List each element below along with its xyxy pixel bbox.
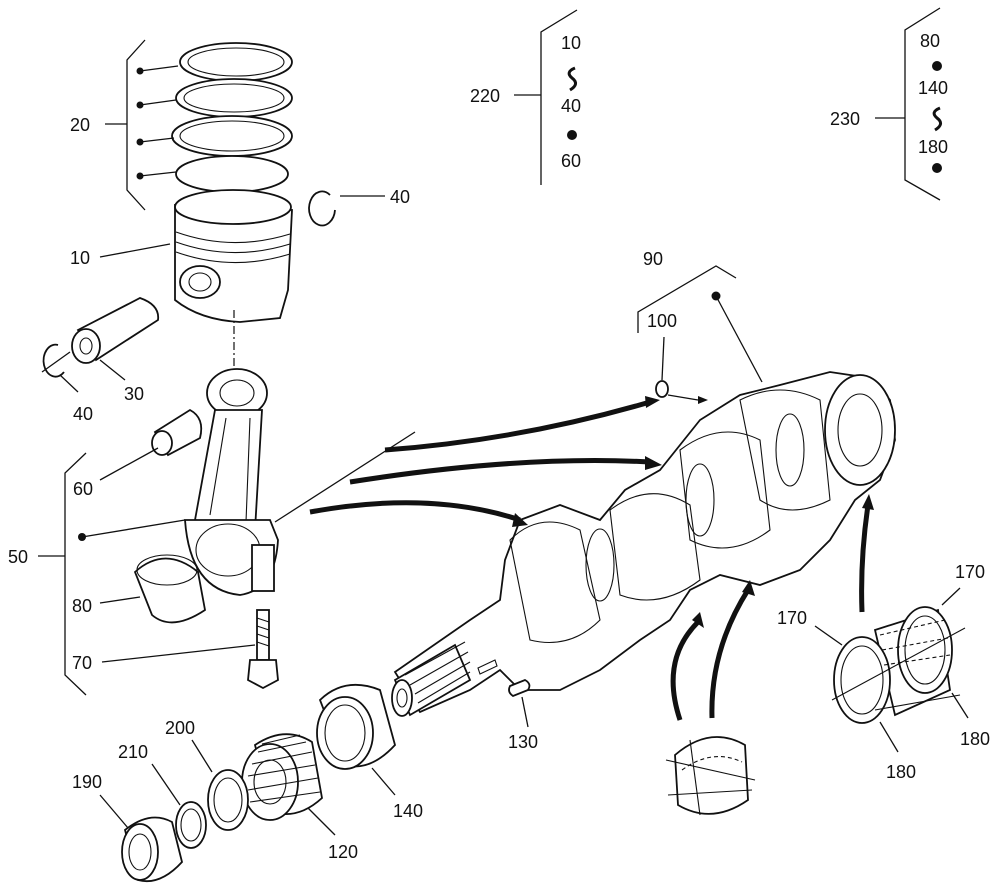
legend-230-item-1: 80 xyxy=(920,31,940,51)
legend-220-item-3: 60 xyxy=(561,151,581,171)
shim-210 xyxy=(175,801,207,849)
callout-50: 50 xyxy=(8,547,28,567)
callout-210: 210 xyxy=(118,742,148,762)
callout-70: 70 xyxy=(72,653,92,673)
legend-230: 230 80 140 180 xyxy=(830,7,948,201)
callout-140: 140 xyxy=(393,801,423,821)
callout-80: 80 xyxy=(72,596,92,616)
legend-220-label: 220 xyxy=(470,86,500,106)
crankshaft xyxy=(391,371,896,717)
s-shape-icon xyxy=(567,66,577,92)
piston xyxy=(174,189,293,323)
circlip-right xyxy=(308,190,336,227)
legend-230-item-2: 140 xyxy=(918,78,948,98)
callout-190: 190 xyxy=(72,772,102,792)
thrust-washer-200 xyxy=(207,769,249,831)
ring-leader-dots xyxy=(136,65,179,180)
legend-220-item-2: 40 xyxy=(561,96,581,116)
callout-40-top: 40 xyxy=(390,187,410,207)
callout-200: 200 xyxy=(165,718,195,738)
callout-40-left: 40 xyxy=(73,404,93,424)
callout-100: 100 xyxy=(647,311,677,331)
legend-230-item-3: 180 xyxy=(918,137,948,157)
big-end-bearing xyxy=(133,554,206,624)
piston-rings xyxy=(171,42,293,193)
legend-230-label: 230 xyxy=(830,109,860,129)
circlip-left xyxy=(42,343,65,378)
woodruff-key xyxy=(508,679,531,698)
bullet-dot-icon xyxy=(932,163,942,173)
small-end-bush xyxy=(151,408,203,457)
callout-170-right: 170 xyxy=(955,562,985,582)
assembly-arrows xyxy=(309,396,874,721)
piston-pin xyxy=(71,297,160,364)
spacer-190 xyxy=(121,816,183,883)
bullet-dot-icon xyxy=(932,61,942,71)
callout-180-bottom: 180 xyxy=(886,762,916,782)
callout-180-right: 180 xyxy=(960,729,990,749)
callout-60: 60 xyxy=(73,479,93,499)
crank-gear xyxy=(241,733,323,821)
legend-220-item-1: 10 xyxy=(561,33,581,53)
bullet-dot-icon xyxy=(567,130,577,140)
callout-10: 10 xyxy=(70,248,90,268)
callout-30: 30 xyxy=(124,384,144,404)
callout-130: 130 xyxy=(508,732,538,752)
legend-220: 220 10 40 60 xyxy=(470,9,581,185)
callout-120: 120 xyxy=(328,842,358,862)
main-bearing-shell xyxy=(665,736,756,816)
callout-20: 20 xyxy=(70,115,90,135)
oil-plug xyxy=(655,380,669,398)
rod-bolt xyxy=(247,609,279,690)
callout-170-left: 170 xyxy=(777,608,807,628)
s-shape-icon xyxy=(932,106,942,132)
callout-90: 90 xyxy=(643,249,663,269)
rear-bearing-set xyxy=(831,606,966,724)
connecting-rod xyxy=(184,368,279,596)
front-main-bearing xyxy=(316,683,396,770)
